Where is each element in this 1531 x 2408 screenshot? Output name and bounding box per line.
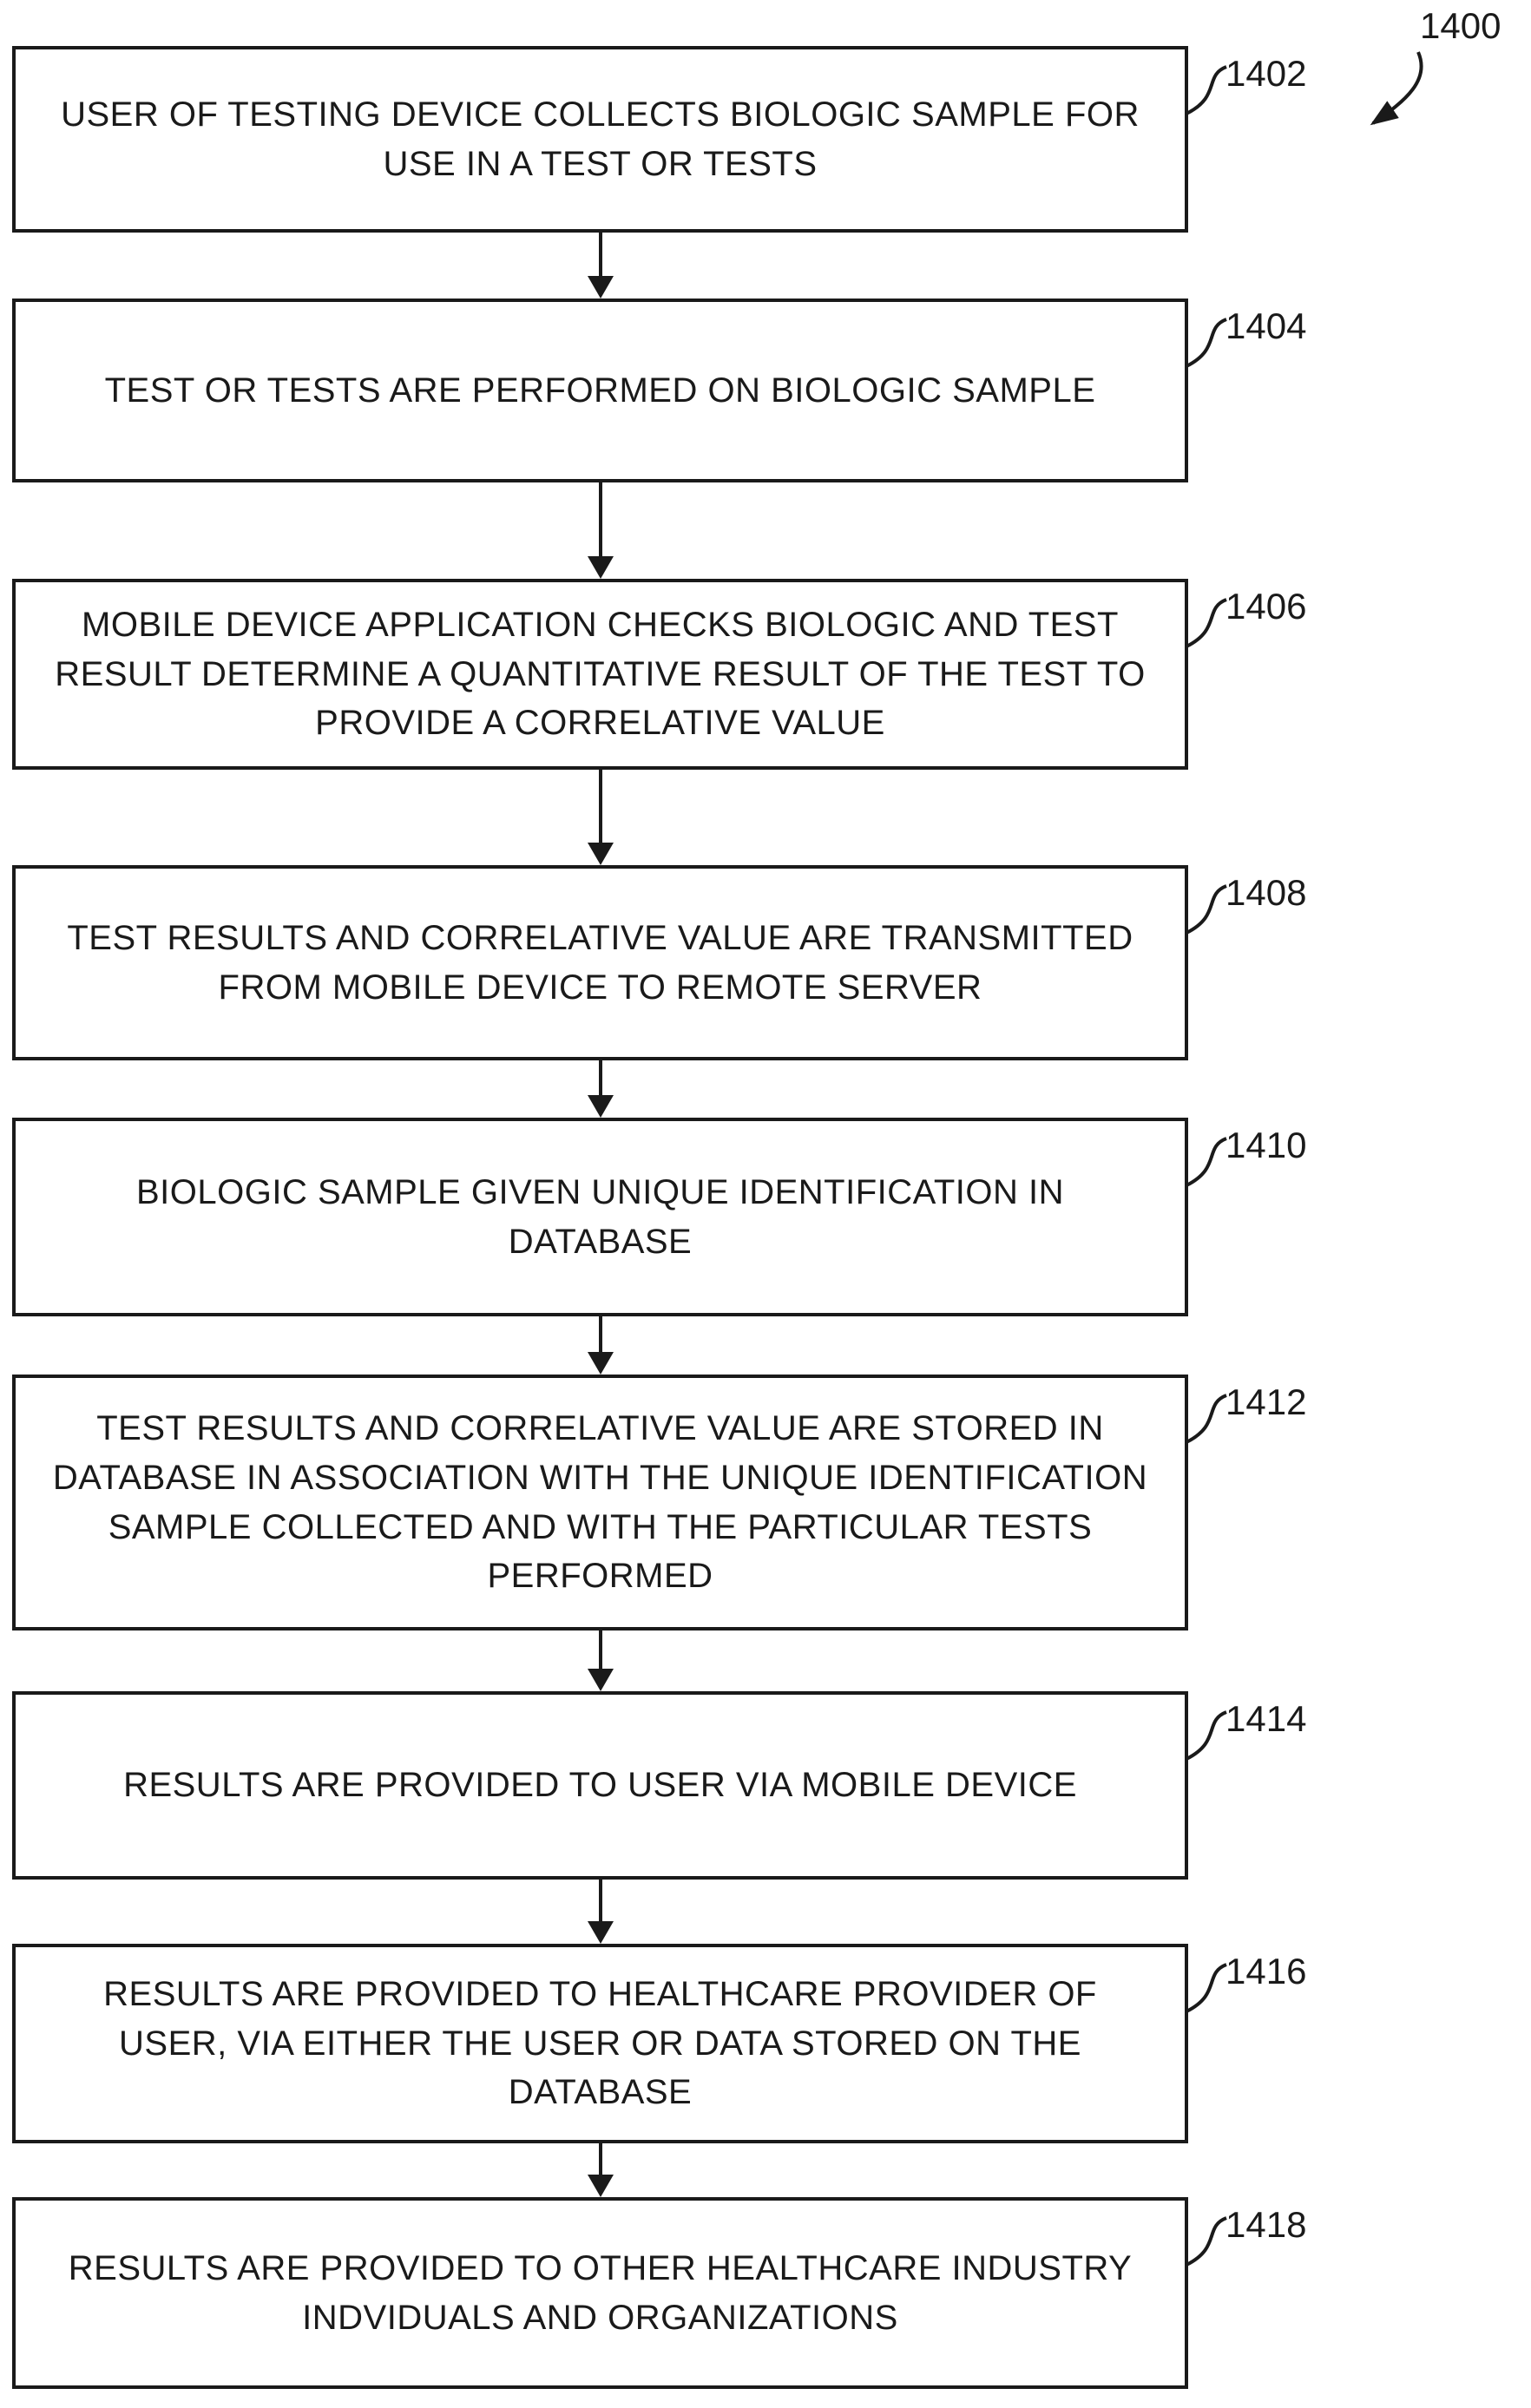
ref-numeral: 1418: [1225, 2204, 1307, 2245]
flow-step-box: MOBILE DEVICE APPLICATION CHECKS BIOLOGI…: [12, 579, 1188, 770]
flow-step-1410: BIOLOGIC SAMPLE GIVEN UNIQUE IDENTIFICAT…: [12, 1118, 1306, 1316]
leader-line-icon: [1186, 1710, 1227, 1761]
arrow-head: [587, 1352, 614, 1375]
flow-step-1412: TEST RESULTS AND CORRELATIVE VALUE ARE S…: [12, 1375, 1306, 1630]
arrow-head: [587, 276, 614, 299]
figure-reference: 1400: [1350, 5, 1531, 144]
flow-step-box: RESULTS ARE PROVIDED TO OTHER HEALTHCARE…: [12, 2197, 1188, 2389]
arrow-head: [587, 556, 614, 579]
flow-arrow-down: [12, 770, 1188, 865]
flow-step-1406: MOBILE DEVICE APPLICATION CHECKS BIOLOGI…: [12, 579, 1306, 770]
arrow-stem: [598, 2143, 602, 2176]
flow-step-box: TEST RESULTS AND CORRELATIVE VALUE ARE T…: [12, 865, 1188, 1060]
flow-arrow-down: [12, 1060, 1188, 1118]
flow-step-box: USER OF TESTING DEVICE COLLECTS BIOLOGIC…: [12, 46, 1188, 233]
flow-arrow-down: [12, 2143, 1188, 2197]
flow-arrow-down: [12, 233, 1188, 299]
flow-step-text: TEST OR TESTS ARE PERFORMED ON BIOLOGIC …: [104, 371, 1096, 410]
leader-line-icon: [1186, 1137, 1227, 1187]
leader-line-icon: [1186, 884, 1227, 935]
arrow-head: [587, 1669, 614, 1691]
flow-step-text: TEST RESULTS AND CORRELATIVE VALUE ARE S…: [52, 1408, 1148, 1596]
flow-step-1404: TEST OR TESTS ARE PERFORMED ON BIOLOGIC …: [12, 299, 1306, 482]
flow-step-1416: RESULTS ARE PROVIDED TO HEALTHCARE PROVI…: [12, 1944, 1306, 2143]
arrow-head: [587, 1095, 614, 1118]
flow-step-1408: TEST RESULTS AND CORRELATIVE VALUE ARE T…: [12, 865, 1306, 1060]
flow-arrow-down: [12, 482, 1188, 579]
arrow-head: [587, 1921, 614, 1944]
leader-line-icon: [1186, 1394, 1227, 1444]
ref-numeral: 1402: [1225, 53, 1307, 94]
flow-arrow-down: [12, 1316, 1188, 1375]
flow-step-text: BIOLOGIC SAMPLE GIVEN UNIQUE IDENTIFICAT…: [135, 1172, 1065, 1261]
arrow-stem: [598, 482, 602, 558]
flowchart: USER OF TESTING DEVICE COLLECTS BIOLOGIC…: [12, 46, 1306, 2389]
flow-step-text: TEST RESULTS AND CORRELATIVE VALUE ARE T…: [67, 918, 1133, 1007]
flow-arrow-down: [12, 1880, 1188, 1944]
arrow-stem: [598, 1316, 602, 1354]
leader-line-icon: [1186, 65, 1227, 115]
flow-step-1414: RESULTS ARE PROVIDED TO USER VIA MOBILE …: [12, 1691, 1306, 1880]
flow-step-text: RESULTS ARE PROVIDED TO USER VIA MOBILE …: [123, 1766, 1077, 1805]
ref-numeral: 1410: [1225, 1125, 1307, 1165]
ref-numeral: 1416: [1225, 1951, 1307, 1991]
flow-step-box: RESULTS ARE PROVIDED TO USER VIA MOBILE …: [12, 1691, 1188, 1880]
arrow-head: [587, 843, 614, 865]
flow-step-text: RESULTS ARE PROVIDED TO OTHER HEALTHCARE…: [68, 2248, 1133, 2337]
ref-numeral: 1406: [1225, 586, 1307, 627]
leader-line-icon: [1186, 318, 1227, 368]
flow-step-1402: USER OF TESTING DEVICE COLLECTS BIOLOGIC…: [12, 46, 1306, 233]
flow-step-box: TEST OR TESTS ARE PERFORMED ON BIOLOGIC …: [12, 299, 1188, 482]
ref-numeral: 1408: [1225, 872, 1307, 913]
flow-step-box: RESULTS ARE PROVIDED TO HEALTHCARE PROVI…: [12, 1944, 1188, 2143]
figure-number: 1400: [1420, 5, 1501, 46]
flow-step-box: BIOLOGIC SAMPLE GIVEN UNIQUE IDENTIFICAT…: [12, 1118, 1188, 1316]
arrow-stem: [598, 1060, 602, 1097]
figure-pointer-arrow-icon: [1370, 51, 1423, 126]
leader-line-icon: [1186, 598, 1227, 648]
arrow-stem: [598, 1630, 602, 1670]
ref-numeral: 1414: [1225, 1698, 1307, 1739]
flow-step-1418: RESULTS ARE PROVIDED TO OTHER HEALTHCARE…: [12, 2197, 1306, 2389]
ref-numeral: 1404: [1225, 305, 1307, 346]
arrow-stem: [598, 233, 602, 278]
flow-step-box: TEST RESULTS AND CORRELATIVE VALUE ARE S…: [12, 1375, 1188, 1630]
flow-arrow-down: [12, 1630, 1188, 1691]
leader-line-icon: [1186, 2216, 1227, 2267]
flow-step-text: USER OF TESTING DEVICE COLLECTS BIOLOGIC…: [61, 95, 1140, 183]
flow-step-text: MOBILE DEVICE APPLICATION CHECKS BIOLOGI…: [55, 605, 1146, 743]
leader-line-icon: [1186, 1963, 1227, 2013]
arrow-head: [587, 2175, 614, 2197]
ref-numeral: 1412: [1225, 1381, 1307, 1422]
arrow-stem: [598, 1880, 602, 1923]
arrow-stem: [598, 770, 602, 844]
flow-step-text: RESULTS ARE PROVIDED TO HEALTHCARE PROVI…: [103, 1974, 1097, 2112]
